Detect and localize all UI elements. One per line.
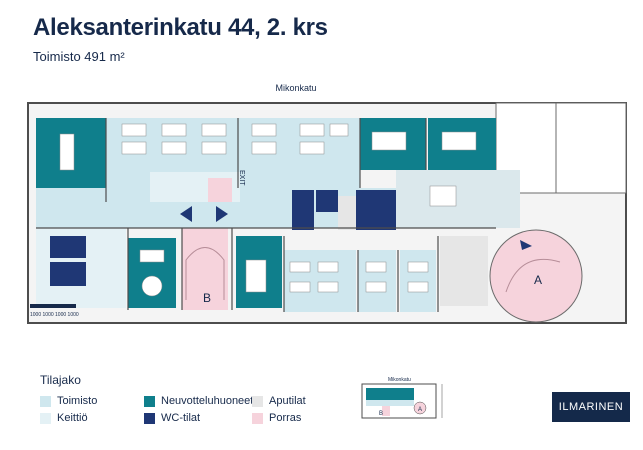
page-subtitle: Toimisto 491 m² [33, 49, 125, 64]
legend-swatch [40, 395, 51, 407]
wc-block-2 [316, 190, 338, 212]
office-lower-3 [400, 250, 436, 312]
legend-item-neuvotteluhuoneet: Neuvotteluhuoneet [144, 395, 253, 407]
legend-swatch [40, 412, 51, 424]
legend-swatch [252, 412, 263, 424]
legend-swatch [144, 412, 155, 424]
legend-swatch [144, 395, 155, 407]
wc-lower-2 [50, 262, 86, 286]
arrow-left-icon [180, 206, 192, 222]
office-right [396, 170, 520, 228]
street-label: Mikonkatu [275, 83, 316, 93]
wc-block-1 [292, 190, 314, 230]
wc-block-3 [356, 190, 396, 230]
office-lower-1 [284, 250, 356, 312]
scale-bar [30, 304, 76, 308]
mini-map-b-label: B [379, 411, 383, 417]
legend-item-aputilat: Aputilat [252, 395, 306, 407]
stair-b-label: B [203, 291, 211, 305]
office-lower-2 [358, 250, 396, 312]
mini-map: Mikonkatu B A [361, 377, 443, 419]
legend-item-toimisto: Toimisto [40, 395, 97, 407]
scale-label: 1000 1000 1000 1000 [30, 312, 79, 318]
meeting-room-4 [128, 238, 176, 308]
aux-space-lower [440, 236, 488, 306]
legend-swatch [252, 395, 263, 407]
legend-item-porras: Porras [252, 412, 301, 424]
stair-a [489, 229, 583, 323]
legend-item-keittio: Keittiö [40, 412, 88, 424]
arrow-up-icon [520, 240, 532, 250]
stair-a-label: A [534, 273, 542, 287]
page-title: Aleksanterinkatu 44, 2. krs [33, 14, 328, 41]
arrow-right-icon [216, 206, 228, 222]
aux-space-center [338, 196, 356, 230]
mini-map-a-label: A [418, 407, 422, 413]
legend-title: Tilajako [40, 373, 81, 387]
exit-label: EXIT [238, 170, 245, 186]
mini-map-street-label: Mikonkatu [388, 377, 411, 383]
wc-lower-1 [50, 236, 86, 258]
brand-logo: ILMARINEN [552, 392, 630, 422]
legend-item-wc-tilat: WC-tilat [144, 412, 200, 424]
stair-b [182, 228, 228, 310]
exit-stair [208, 178, 232, 202]
floor-plan: Mikonkatu EXIT B A [27, 83, 627, 324]
